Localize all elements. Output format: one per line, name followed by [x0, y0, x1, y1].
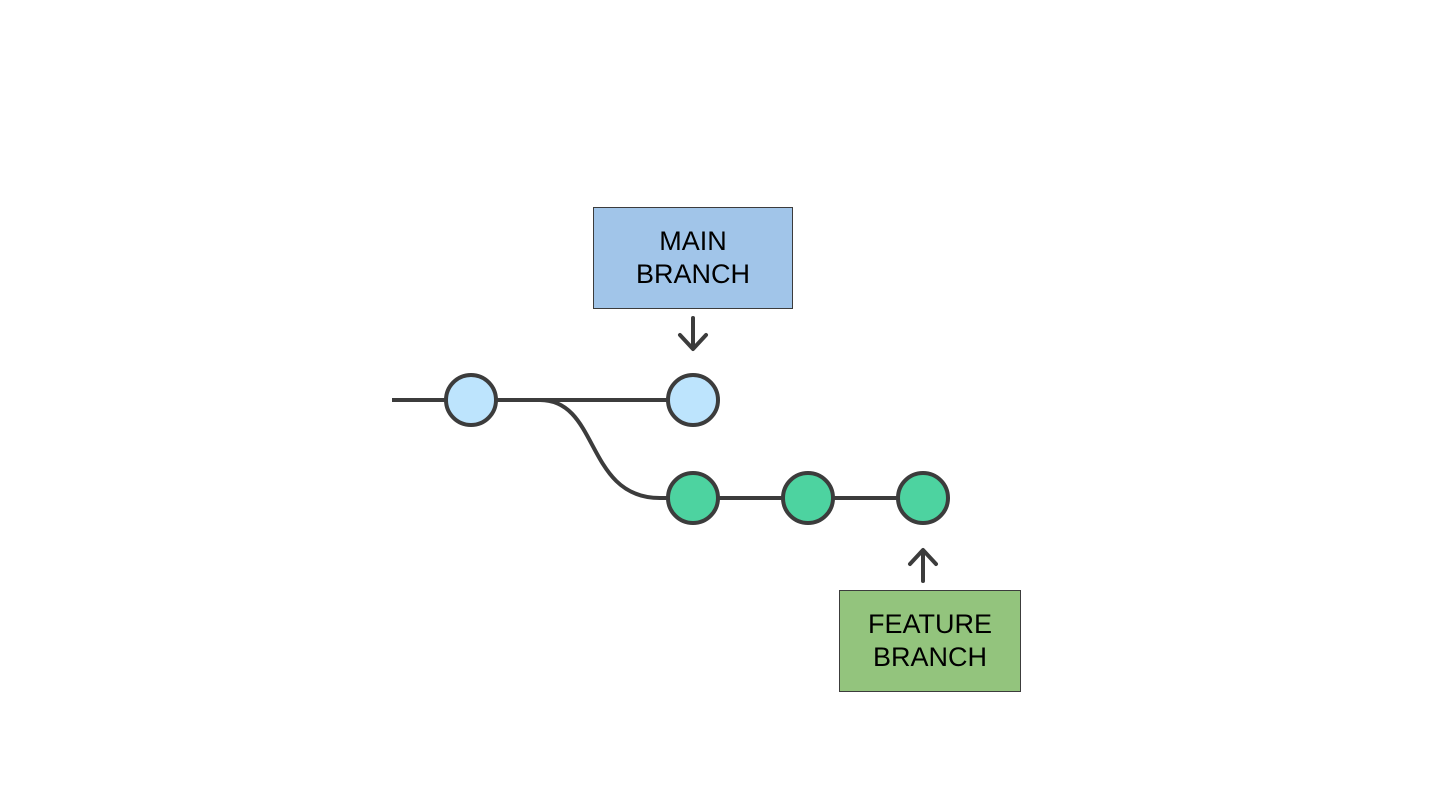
main-commit-node	[666, 373, 720, 427]
main-branch-label: MAIN BRANCH	[593, 207, 793, 309]
main-commit-node	[444, 373, 498, 427]
feature-branch-label-line1: FEATURE	[867, 609, 992, 639]
feature-branch-curve	[539, 398, 668, 500]
feature-commit-node	[781, 471, 835, 525]
feature-branch-label: FEATURE BRANCH	[839, 590, 1021, 692]
main-branch-label-line1: MAIN	[659, 226, 727, 256]
feature-commit-node	[666, 471, 720, 525]
main-branch-label-line2: BRANCH	[635, 259, 750, 289]
feature-commit-node	[896, 471, 950, 525]
arrow-up-icon	[908, 548, 938, 583]
arrow-down-icon	[678, 316, 708, 351]
feature-branch-label-line2: BRANCH	[872, 642, 987, 672]
